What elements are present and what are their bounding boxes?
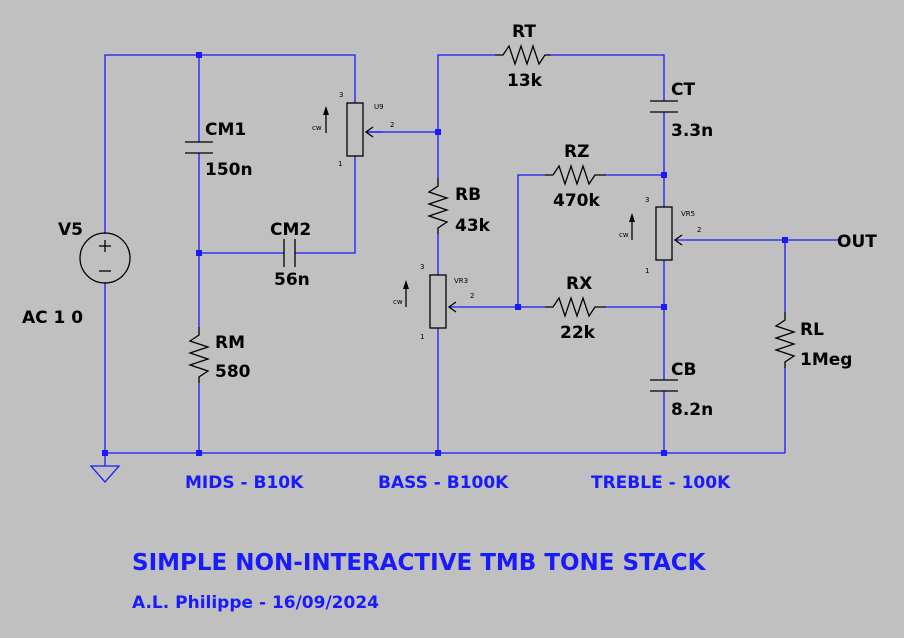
rt-resistor[interactable]	[495, 43, 551, 67]
u9-cw: cw	[312, 124, 322, 132]
cm1-capacitor[interactable]	[185, 141, 213, 154]
cb-capacitor[interactable]	[650, 379, 678, 392]
v5-label: V5	[58, 220, 83, 240]
rz-resistor[interactable]	[545, 163, 606, 187]
diagram-title: SIMPLE NON-INTERACTIVE TMB TONE STACK	[132, 550, 707, 576]
rz-value: 470k	[553, 191, 600, 211]
rx-label: RX	[566, 274, 592, 294]
rm-value: 580	[215, 362, 251, 382]
wires	[89, 54, 840, 483]
credit-line: A.L. Philippe - 16/09/2024	[132, 593, 379, 613]
v5-voltage-source[interactable]	[79, 232, 131, 284]
vr5-label: VR5	[681, 210, 695, 218]
vr3-potentiometer[interactable]	[403, 274, 457, 329]
caption-bass: BASS - B100K	[378, 473, 509, 493]
vr5-pin2: 2	[697, 226, 701, 234]
u9-label: U9	[374, 103, 384, 111]
cm2-label: CM2	[270, 220, 311, 240]
rm-resistor[interactable]	[187, 327, 211, 383]
rz-label: RZ	[564, 142, 589, 162]
cb-value: 8.2n	[671, 400, 713, 420]
cm1-value: 150n	[205, 160, 253, 180]
junctions	[102, 52, 788, 456]
rl-label: RL	[800, 320, 824, 340]
rt-label: RT	[512, 22, 536, 42]
rb-value: 43k	[455, 216, 491, 236]
rx-value: 22k	[560, 323, 596, 343]
u9-pin1: 1	[338, 160, 342, 168]
vr3-pin1: 1	[420, 333, 424, 341]
caption-treble: TREBLE - 100K	[591, 473, 731, 493]
cm2-capacitor[interactable]	[283, 239, 296, 267]
caption-mids: MIDS - B10K	[185, 473, 304, 493]
cb-label: CB	[671, 360, 696, 380]
v5-value: AC 1 0	[22, 308, 83, 328]
ct-label: CT	[671, 80, 695, 100]
rt-value: 13k	[507, 71, 543, 91]
vr5-pin3: 3	[645, 196, 649, 204]
u9-potentiometer[interactable]	[323, 102, 383, 157]
ct-capacitor[interactable]	[650, 100, 678, 113]
rb-label: RB	[455, 185, 481, 205]
u9-pin3: 3	[339, 91, 343, 99]
vr3-pin2: 2	[470, 292, 474, 300]
vr5-cw: cw	[619, 231, 629, 239]
vr5-pin1: 1	[645, 267, 649, 275]
rm-label: RM	[215, 333, 245, 353]
vr5-potentiometer[interactable]	[629, 206, 683, 261]
vr3-pin3: 3	[420, 263, 424, 271]
vr3-label: VR3	[454, 277, 468, 285]
rl-value: 1Meg	[800, 350, 852, 370]
u9-pin2: 2	[390, 121, 394, 129]
cm1-label: CM1	[205, 120, 246, 140]
rb-resistor[interactable]	[426, 178, 450, 234]
ct-value: 3.3n	[671, 121, 713, 141]
rl-resistor[interactable]	[773, 312, 797, 368]
vr3-cw: cw	[393, 298, 403, 306]
out-label: OUT	[837, 232, 877, 252]
cm2-value: 56n	[274, 270, 310, 290]
rx-resistor[interactable]	[545, 295, 606, 319]
